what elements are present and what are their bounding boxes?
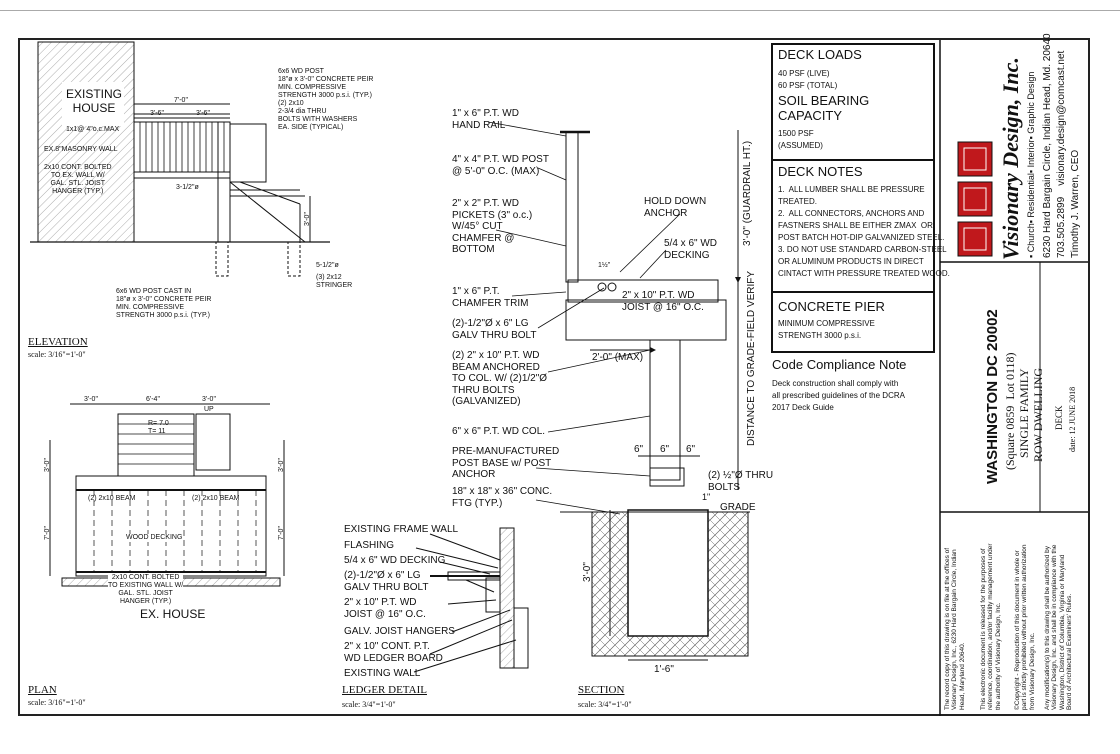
project-square-lot: (Square 0859 Lot 0118) bbox=[1003, 352, 1017, 470]
section-decking: 5/4 x 6" WD DECKING bbox=[664, 238, 718, 261]
plan-riser-tread: R= 7.0 T= 11 bbox=[148, 420, 169, 436]
company-ceo: Timothy J. Warren, CEO bbox=[1070, 149, 1081, 258]
ledger-scale: scale: 3/4"=1'-0" bbox=[342, 700, 396, 709]
section-joist: 2" x 10" P.T. WD JOIST @ 16" O.C. bbox=[622, 290, 704, 313]
ledger-label-1: EXISTING FRAME WALL bbox=[344, 524, 459, 535]
ex-house-label: EX. HOUSE bbox=[140, 607, 206, 621]
legal-note-2: This electronic document is released for… bbox=[980, 543, 1002, 710]
legal-note-3: ©Copyright - Reproduction of this docume… bbox=[1014, 544, 1036, 710]
elevation-dim-312: 3-1/2"ø bbox=[176, 184, 199, 191]
elevation-scale: scale: 3/16"=1'-0" bbox=[28, 350, 86, 359]
legal-note-1: The record copy of this drawing is on fi… bbox=[944, 547, 966, 710]
section-d1: 1" bbox=[702, 492, 711, 502]
ledger-title: LEDGER DETAIL bbox=[342, 684, 427, 696]
deck-notes-text: 1. ALL LUMBER SHALL BE PRESSURE TREATED.… bbox=[778, 185, 950, 278]
plan-side-30r: 3'-0" bbox=[278, 458, 285, 472]
code-compliance-title: Code Compliance Note bbox=[772, 357, 907, 372]
section-thru-bolts: (2) ½"Ø THRU BOLTS bbox=[708, 470, 774, 493]
elevation-post-cast-note: 6x6 WD POST CAST IN 18"ø x 3'-0" CONCRET… bbox=[116, 288, 212, 320]
section-handrail: 1" x 6" P.T. WD HAND RAIL bbox=[452, 108, 519, 131]
deck-notes-title: DECK NOTES bbox=[778, 164, 863, 179]
existing-house-label: EXISTING HOUSE bbox=[66, 87, 123, 115]
section-d6b: 6" bbox=[660, 444, 670, 455]
plan-beam-right: (2) 2x10 BEAM bbox=[192, 495, 240, 502]
section-scale: scale: 3/4"=1'-0" bbox=[578, 700, 632, 709]
plan-bolted-note: 2x10 CONT. BOLTED TO EXISTING WALL W/ GA… bbox=[108, 574, 184, 607]
concrete-pier-title: CONCRETE PIER bbox=[778, 299, 885, 314]
section-drawing bbox=[560, 130, 750, 661]
ledger-label-2: FLASHING bbox=[344, 540, 395, 551]
deck-loads-title: DECK LOADS bbox=[778, 47, 862, 62]
page-top-rule bbox=[0, 10, 1120, 11]
section-post-base: PRE-MANUFACTURED POST BASE w/ POST ANCHO… bbox=[452, 446, 560, 480]
section-distance: DISTANCE TO GRADE-FIELD VERIFY bbox=[746, 270, 757, 446]
masonry-note-1: 1x1@ 4"o.c.MAX bbox=[66, 126, 120, 133]
section-title: SECTION bbox=[578, 684, 625, 696]
section-d16: 1'-6" bbox=[654, 664, 674, 675]
elevation-dim-36b: 3'-6" bbox=[196, 110, 210, 117]
logo-squares bbox=[957, 141, 993, 257]
section-thru-bolt: (2)-1/2"Ø x 6" LG GALV THRU BOLT bbox=[452, 318, 537, 341]
plan-side-70l: 7'-0" bbox=[44, 526, 51, 540]
company-address: 6230 Hard Bargain Circle, Indian Head, M… bbox=[1042, 33, 1053, 258]
ledger-label-4: (2)-1/2"Ø x 6" LG GALV THRU BOLT bbox=[344, 570, 429, 593]
soil-bearing-text: 1500 PSF (ASSUMED) bbox=[778, 129, 823, 150]
section-guardrail-ht: 3'-0" (GUARDRAIL HT.) bbox=[742, 140, 753, 246]
code-compliance-text: Deck construction shall comply with all … bbox=[772, 379, 905, 412]
section-col: 6" x 6" P.T. WD COL. bbox=[452, 426, 546, 437]
elevation-title: ELEVATION bbox=[28, 336, 88, 348]
section-d30: 3'-0" bbox=[582, 562, 593, 582]
plan-dim-64: 6'-4" bbox=[146, 396, 160, 403]
sheet-date: date: 12 JUNE 2018 bbox=[1068, 386, 1077, 452]
plan-dim-30b: 3'-0" bbox=[202, 396, 216, 403]
section-post: 4" x 4" P.T. WD POST @ 5'-0" O.C. (MAX) bbox=[452, 154, 549, 177]
sheet-name: DECK bbox=[1054, 405, 1064, 431]
plan-title: PLAN bbox=[28, 684, 57, 696]
section-max: 2'-0" (MAX) bbox=[592, 352, 644, 363]
plan-scale: scale: 3/16"=1'-0" bbox=[28, 698, 86, 707]
elevation-dim-36a: 3'-6" bbox=[150, 110, 164, 117]
masonry-note-2: EX.8"MASONRY WALL bbox=[44, 146, 118, 153]
section-pickets: 2" x 2" P.T. WD PICKETS (3" o.c.) W/45° … bbox=[452, 198, 533, 255]
company-contact: 703.505.2899 visionary.design@comcast.ne… bbox=[1056, 50, 1067, 258]
ledger-label-6: GALV. JOIST HANGERS bbox=[344, 626, 455, 637]
section-d6a: 6" bbox=[634, 444, 644, 455]
plan-up-label: UP bbox=[204, 406, 214, 413]
section-grade: GRADE bbox=[720, 502, 756, 513]
elevation-bolted-note: 2x10 CONT. BOLTED TO EX. WALL W/ GAL. ST… bbox=[44, 164, 112, 196]
elevation-dim-7: 7'-0" bbox=[174, 97, 188, 104]
elevation-post-note: 6x6 WD POST 18"ø x 3'-0" CONCRETE PEIR M… bbox=[278, 68, 374, 132]
plan-beam-left: (2) 2x10 BEAM bbox=[88, 495, 136, 502]
project-type-2: ROW DWELLING bbox=[1031, 367, 1045, 462]
section-beam: (2) 2" x 10" P.T. WD BEAM ANCHORED TO CO… bbox=[452, 350, 548, 407]
project-location: WASHINGTON DC 20002 bbox=[984, 309, 1001, 484]
project-type-1: SINGLE FAMILY bbox=[1017, 368, 1031, 458]
section-ftg: 18" x 18" x 36" CONC. FTG (TYP.) bbox=[452, 486, 553, 509]
section-d112: 1½" bbox=[598, 262, 611, 269]
legal-note-4: Any modification(s) to this drawing shal… bbox=[1044, 544, 1074, 710]
plan-side-30l: 3'-0" bbox=[44, 458, 51, 472]
drawing-sheet bbox=[18, 38, 1090, 716]
ledger-label-7: 2" x 10" CONT. P.T. WD LEDGER BOARD bbox=[344, 641, 443, 664]
ledger-label-8: EXISTING WALL bbox=[344, 668, 421, 679]
soil-bearing-title: SOIL BEARING CAPACITY bbox=[778, 93, 870, 123]
ledger-label-5: 2" x 10" P.T. WD JOIST @ 16" O.C. bbox=[344, 597, 426, 620]
company-name: Visionary Design, Inc. bbox=[998, 57, 1023, 260]
elevation-drawing bbox=[30, 41, 330, 277]
plan-wood-decking: WOOD DECKING bbox=[126, 534, 183, 543]
section-d6c: 6" bbox=[686, 444, 696, 455]
ledger-drawing bbox=[413, 527, 529, 673]
plan-side-70r: 7'-0" bbox=[278, 526, 285, 540]
section-hold-down: HOLD DOWN ANCHOR bbox=[644, 196, 707, 219]
elevation-dim-30v: 3'-0" bbox=[304, 212, 311, 226]
elevation-dim-512: 5-1/2"ø bbox=[316, 262, 339, 269]
ledger-label-3: 5/4 x 6" WD DECKING bbox=[344, 555, 446, 566]
section-chamfer: 1" x 6" P.T. CHAMFER TRIM bbox=[452, 286, 529, 309]
plan-dim-30a: 3'-0" bbox=[84, 396, 98, 403]
concrete-pier-text: MINIMUM COMPRESSIVE STRENGTH 3000 p.s.i. bbox=[778, 319, 875, 340]
deck-loads-text: 40 PSF (LIVE) 60 PSF (TOTAL) bbox=[778, 69, 838, 90]
stringer-label: (3) 2x12 STRINGER bbox=[316, 274, 353, 290]
company-services: ▪ Church▪ Residential▪ Interior▪ Graphic… bbox=[1026, 71, 1036, 258]
